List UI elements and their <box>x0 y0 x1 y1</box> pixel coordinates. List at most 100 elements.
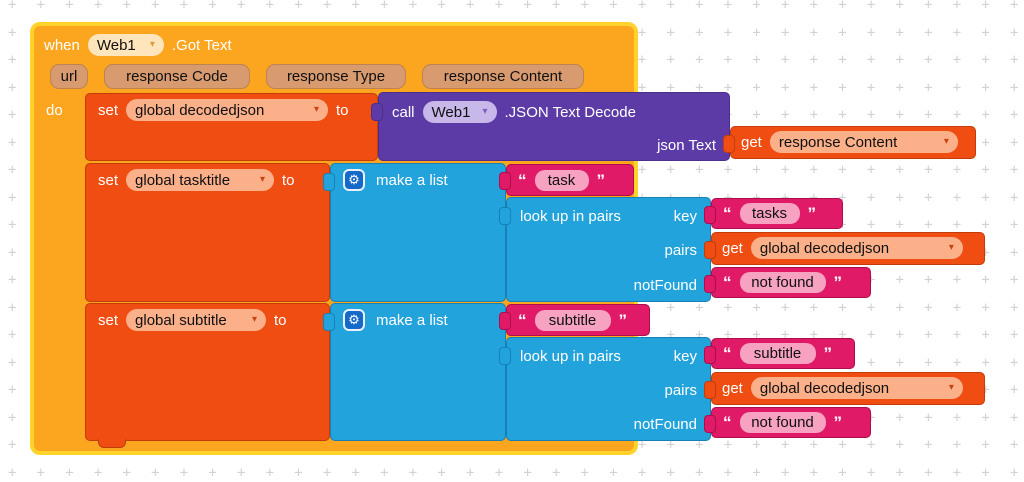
string-subtitle-block[interactable]: “ subtitle ” <box>704 338 855 369</box>
lookup-notfound-row: notFound <box>507 407 710 441</box>
string-not-found-block[interactable]: “ not found ” <box>704 267 871 298</box>
mutator-gear-icon[interactable]: ⚙ <box>343 169 365 191</box>
mutator-gear-icon[interactable]: ⚙ <box>343 309 365 331</box>
method-name-label: .JSON Text Decode <box>504 103 636 121</box>
open-quote: “ <box>723 273 732 292</box>
call-header-row: call Web1 ▾ .JSON Text Decode <box>379 95 729 129</box>
component-dropdown[interactable]: Web1 ▾ <box>422 101 497 123</box>
lookup-key-row: look up in pairs key <box>507 199 710 234</box>
string-input-field[interactable]: tasks <box>739 203 800 224</box>
open-quote: “ <box>518 310 527 330</box>
string-input-field[interactable]: not found <box>739 272 826 293</box>
notfound-label: notFound <box>633 277 697 294</box>
make-list-row: ⚙ make a list <box>331 304 505 331</box>
string-not-found-block[interactable]: “ not found ” <box>704 407 871 438</box>
close-quote: ” <box>807 204 817 223</box>
dropdown-arrow-icon: ▾ <box>948 242 954 253</box>
dropdown-arrow-icon: ▾ <box>948 382 954 393</box>
to-label: to <box>274 311 287 329</box>
set-keyword-label: set <box>98 171 119 189</box>
call-json-text-decode-block[interactable]: call Web1 ▾ .JSON Text Decode json Text <box>371 92 730 161</box>
get-row: get global decodedjson ▾ <box>712 233 984 259</box>
get-keyword-label: get <box>722 379 743 397</box>
string-input-field[interactable]: not found <box>739 412 826 433</box>
string-task-block[interactable]: “ task ” <box>499 164 634 196</box>
get-row: get response Content ▾ <box>731 127 975 153</box>
variable-dropdown-tasktitle[interactable]: global tasktitle ▾ <box>126 169 275 191</box>
key-label: key <box>673 208 697 225</box>
variable-dropdown-decodedjson[interactable]: global decodedjson ▾ <box>750 237 963 259</box>
connector-tab-icon <box>704 346 716 364</box>
set-global-tasktitle-block[interactable]: set global tasktitle ▾ to <box>85 163 330 302</box>
variable-dropdown-decodedjson[interactable]: global decodedjson ▾ <box>126 99 329 121</box>
get-row: get global decodedjson ▾ <box>712 373 984 399</box>
connector-tab-icon <box>704 381 716 399</box>
dropdown-arrow-icon: ▾ <box>313 104 320 115</box>
set-global-decodedjson-block[interactable]: set global decodedjson ▾ to <box>85 93 378 161</box>
call-keyword-label: call <box>392 103 415 121</box>
make-a-list-block[interactable]: ⚙ make a list <box>323 303 506 441</box>
string-tasks-block[interactable]: “ tasks ” <box>704 198 843 229</box>
lookup-label: look up in pairs <box>520 347 621 365</box>
connector-tab-icon <box>723 135 735 153</box>
close-quote: ” <box>833 413 843 432</box>
lookup-pairs-row: pairs <box>507 373 710 407</box>
lookup-pairs-row: pairs <box>507 233 710 268</box>
make-a-list-block[interactable]: ⚙ make a list <box>323 163 506 302</box>
variable-dropdown-value: response Content <box>778 133 898 151</box>
connector-tab-icon <box>323 313 335 331</box>
set-global-subtitle-block[interactable]: set global subtitle ▾ to <box>85 303 330 448</box>
variable-dropdown-value: global decodedjson <box>135 101 265 119</box>
when-header-row: when Web1 ▾ .Got Text <box>44 30 232 60</box>
dropdown-arrow-icon: ▾ <box>149 39 155 50</box>
connector-tab-icon <box>499 207 511 225</box>
pairs-label: pairs <box>664 242 697 259</box>
to-label: to <box>336 101 349 119</box>
variable-dropdown-value: global decodedjson <box>759 379 890 397</box>
string-input-field[interactable]: subtitle <box>739 343 816 364</box>
connector-tab-icon <box>704 241 716 259</box>
open-quote: “ <box>518 170 527 190</box>
event-params-row: url response Code response Type response… <box>50 63 584 89</box>
connector-tab-icon <box>704 206 716 224</box>
get-global-decodedjson-block[interactable]: get global decodedjson ▾ <box>704 372 985 405</box>
get-global-decodedjson-block[interactable]: get global decodedjson ▾ <box>704 232 985 265</box>
get-response-content-block[interactable]: get response Content ▾ <box>723 126 976 159</box>
lookup-in-pairs-block[interactable]: look up in pairs key pairs notFound <box>499 197 711 302</box>
variable-dropdown-decodedjson[interactable]: global decodedjson ▾ <box>750 377 963 399</box>
connector-tab-icon <box>704 275 716 293</box>
lookup-key-row: look up in pairs key <box>507 339 710 373</box>
make-a-list-label: make a list <box>376 311 448 329</box>
set-keyword-label: set <box>98 311 119 329</box>
notfound-label: notFound <box>633 415 697 433</box>
lookup-label: look up in pairs <box>520 208 621 225</box>
string-subtitle-block[interactable]: “ subtitle ” <box>499 304 650 336</box>
set-row: set global tasktitle ▾ to <box>86 164 329 191</box>
string-input-field[interactable]: task <box>534 169 589 191</box>
get-keyword-label: get <box>741 133 762 151</box>
json-text-arg-label: json Text <box>657 136 716 154</box>
set-keyword-label: set <box>98 101 119 119</box>
open-quote: “ <box>723 344 732 363</box>
string-input-field[interactable]: subtitle <box>534 309 611 331</box>
variable-dropdown-value: global tasktitle <box>135 171 231 189</box>
lookup-in-pairs-block[interactable]: look up in pairs key pairs notFound <box>499 337 711 441</box>
make-a-list-label: make a list <box>376 171 448 189</box>
event-param-response-content: response Content <box>422 63 584 89</box>
variable-dropdown-subtitle[interactable]: global subtitle ▾ <box>126 309 267 331</box>
do-label: do <box>46 102 63 119</box>
make-list-row: ⚙ make a list <box>331 164 505 191</box>
component-dropdown[interactable]: Web1 ▾ <box>87 34 164 56</box>
connector-tab-icon <box>323 173 335 191</box>
close-quote: ” <box>596 170 606 190</box>
dropdown-arrow-icon: ▾ <box>251 314 258 325</box>
component-dropdown-value: Web1 <box>96 36 136 54</box>
get-keyword-label: get <box>722 239 743 257</box>
event-name-label: .Got Text <box>171 36 232 54</box>
component-dropdown-value: Web1 <box>431 103 471 121</box>
when-keyword-label: when <box>44 36 80 54</box>
next-statement-tab <box>98 439 126 448</box>
variable-dropdown-value: global decodedjson <box>759 239 890 257</box>
variable-dropdown-response-content[interactable]: response Content ▾ <box>769 131 958 153</box>
connector-tab-icon <box>704 415 716 433</box>
